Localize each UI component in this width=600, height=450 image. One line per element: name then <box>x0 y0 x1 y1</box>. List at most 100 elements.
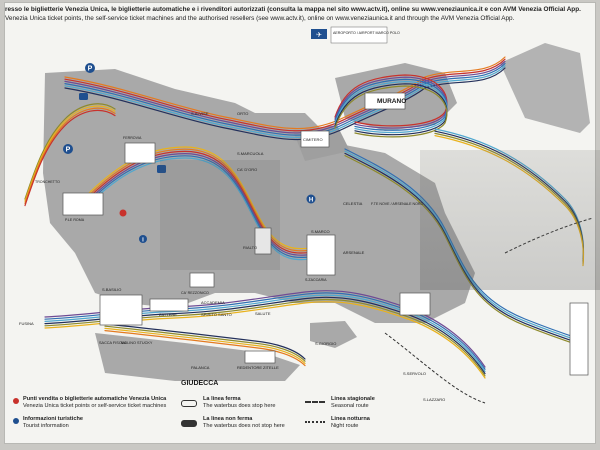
route-line <box>344 150 581 342</box>
legend-ticket-sub: Venezia Unica ticket points or self-serv… <box>23 403 167 409</box>
label-arsenale: ARSENALE <box>343 250 365 255</box>
route-line <box>104 329 306 367</box>
label-fusina: FUSINA <box>19 321 34 326</box>
legend-nonferma-title: La linea non ferma <box>203 416 253 422</box>
route-line <box>344 152 581 345</box>
stop-markers <box>62 92 589 376</box>
svg-text:i: i <box>142 238 144 244</box>
land-venice <box>43 69 475 323</box>
legend-ferma-sub: The waterbus does stop here <box>203 403 276 409</box>
route-line <box>64 56 506 130</box>
label-s-zaccaria: S.ZACCARIA <box>305 278 327 282</box>
seasonal-route-line <box>504 217 594 254</box>
route-line <box>64 63 506 136</box>
label-accademia: ACCADEMIA <box>201 300 225 305</box>
parking-icon: P <box>85 63 95 73</box>
stop-s-marco <box>306 234 336 276</box>
route-line <box>64 60 506 134</box>
route-map: P P H ✈ i <box>19 26 594 404</box>
info-icon: i <box>139 235 147 244</box>
label-orto: ORTO <box>237 111 248 116</box>
no-stop-symbol-icon <box>181 420 197 427</box>
legend-ferma-title: La linea ferma <box>203 396 241 402</box>
label-airport: AEROPORTO / AIRPORT MARCO POLO <box>333 31 400 35</box>
svg-text:P: P <box>88 66 93 73</box>
stop-zattere <box>149 298 189 312</box>
stop-arsenale <box>399 292 431 316</box>
route-line <box>334 76 448 129</box>
legend-info-title: Informazioni turistiche <box>23 416 83 422</box>
label-redentore: REDENTORE <box>237 365 262 370</box>
hospital-icon: H <box>306 194 316 204</box>
route-line <box>334 83 448 136</box>
label-ca-doro: CA' D'ORO <box>237 167 257 172</box>
night-line-icon <box>305 421 325 423</box>
label-s-giorgio: S.GIORGIO <box>315 341 336 346</box>
route-line <box>104 327 306 365</box>
route-line <box>24 109 116 207</box>
route-line <box>24 107 116 205</box>
svg-text:✈: ✈ <box>316 31 322 39</box>
route-line <box>104 323 306 360</box>
label-tronchetto: TRONCHETTO <box>35 180 60 184</box>
route-line <box>84 155 326 258</box>
header-english: Venezia Unica ticket points, the self-se… <box>5 15 515 22</box>
label-s-marcuola: S.MARCUOLA <box>237 151 264 156</box>
label-s-lazzaro: S.LAZZARO <box>423 397 445 402</box>
label-ca-rezzonico: CA' REZZONICO <box>181 291 209 295</box>
label-arsenale-nord: F.TE NOVE / ARSENALE NORD <box>371 202 424 206</box>
legend-night-title: Linea notturna <box>331 416 370 422</box>
seasonal-route-line <box>384 332 486 404</box>
label-salute: SALUTE <box>255 311 271 316</box>
stop-s-basilio <box>99 294 143 326</box>
map-legend: Punti vendita o biglietterie automatiche… <box>5 391 595 443</box>
label-ferrovia: FERROVIA <box>123 136 142 140</box>
svg-text:P: P <box>66 147 71 154</box>
label-p-roma: P.LE ROMA <box>65 218 85 222</box>
train-icon <box>157 165 166 173</box>
route-line <box>334 80 448 134</box>
label-s-servolo: S.SERVOLO <box>403 371 426 376</box>
ticket-icon <box>119 209 127 217</box>
route-line <box>24 103 116 200</box>
route-line <box>344 154 581 347</box>
legend-night-sub: Night route <box>331 423 359 429</box>
info-icon <box>13 418 19 424</box>
route-line <box>104 325 306 362</box>
route-line <box>434 134 585 267</box>
legend-info-sub: Tourist information <box>23 423 69 429</box>
route-line <box>84 157 326 261</box>
label-zitelle: ZITELLE <box>263 365 279 370</box>
plane-icon: ✈ <box>311 29 327 39</box>
route-line <box>334 78 448 131</box>
route-line <box>24 105 116 202</box>
route-line <box>84 152 326 256</box>
route-line <box>84 150 326 254</box>
legend-seasonal-title: Linea stagionale <box>331 396 375 402</box>
label-molino-stucky: MOLINO STUCKY <box>121 341 153 345</box>
seasonal-line-icon <box>305 401 325 403</box>
label-s-alvise: S.ALVISE <box>191 111 209 116</box>
transit-map-board: P P H ✈ i <box>4 2 596 444</box>
label-cimitero: CIMITERO <box>303 137 323 142</box>
label-s-marco: S.MARCO <box>311 229 330 234</box>
land-giudecca <box>95 333 300 381</box>
stop-murano <box>364 92 406 110</box>
stop-cimitero <box>300 130 330 148</box>
route-line <box>64 65 506 138</box>
svg-text:H: H <box>309 198 313 204</box>
route-line <box>84 148 326 252</box>
route-line <box>334 74 448 127</box>
header-italian: resso le biglietterie Venezia Unica, le … <box>5 6 581 13</box>
stop-lido <box>569 302 589 376</box>
label-murano: MURANO <box>377 98 406 105</box>
place-labels: AEROPORTO / AIRPORT MARCO POLO MURANO CI… <box>19 26 445 402</box>
label-zattere: ZATTERE <box>159 312 177 317</box>
route-line <box>64 58 506 132</box>
route-line <box>334 85 448 138</box>
land-s-giorgio <box>310 321 357 348</box>
legend-nonferma-sub: The waterbus does not stop here <box>203 423 285 429</box>
ticket-icon <box>13 398 19 404</box>
legend-seasonal-sub: Seasonal route <box>331 403 369 409</box>
